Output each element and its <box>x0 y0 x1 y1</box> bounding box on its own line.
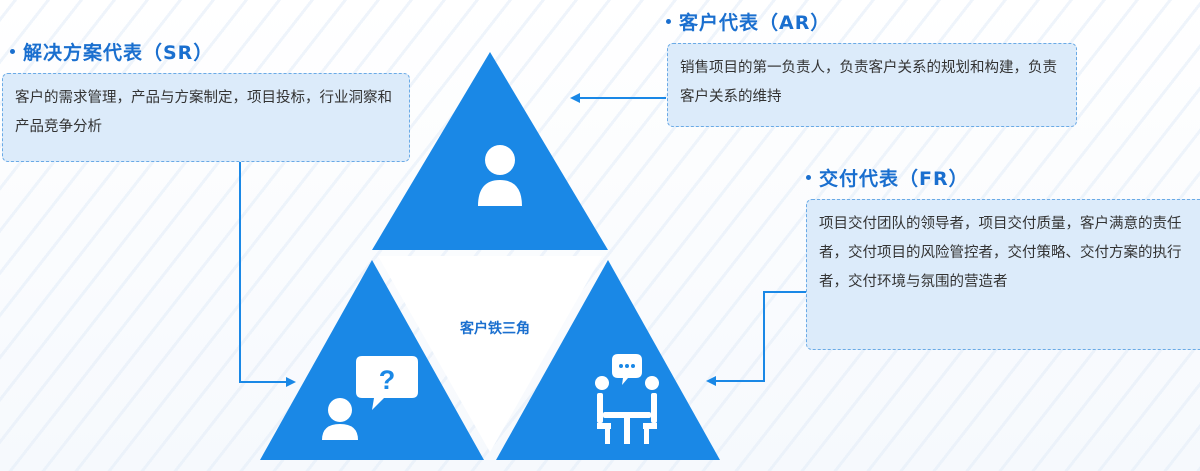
fr-title-text: 交付代表（FR） <box>819 168 969 190</box>
fr-title: 交付代表（FR） <box>806 164 969 191</box>
fr-description-box: 项目交付团队的领导者，项目交付质量，客户满意的责任者，交付项目的风险管控者，交付… <box>806 199 1200 350</box>
sr-description-box: 客户的需求管理，产品与方案制定，项目投标，行业洞察和产品竞争分析 <box>2 73 410 162</box>
bottom-right-triangle <box>496 260 720 460</box>
fr-connector-line <box>706 291 806 386</box>
bullet-dot-icon <box>806 175 811 180</box>
sr-title-text: 解决方案代表（SR） <box>23 42 214 64</box>
sr-connector-line <box>239 162 296 387</box>
ar-description-text: 销售项目的第一负责人，负责客户关系的规划和构建，负责客户关系的维持 <box>680 60 1057 105</box>
person-question-icon: ? <box>322 356 418 440</box>
sr-title: 解决方案代表（SR） <box>10 38 213 65</box>
center-triangle <box>378 256 602 452</box>
bullet-dot-icon <box>10 49 15 54</box>
person-icon <box>478 145 522 206</box>
ar-description-box: 销售项目的第一负责人，负责客户关系的规划和构建，负责客户关系的维持 <box>667 43 1077 127</box>
svg-text:?: ? <box>379 365 396 395</box>
bullet-dot-icon <box>666 19 671 24</box>
sr-description-text: 客户的需求管理，产品与方案制定，项目投标，行业洞察和产品竞争分析 <box>15 90 392 135</box>
center-label: 客户铁三角 <box>460 321 530 337</box>
ar-title-text: 客户代表（AR） <box>679 12 831 34</box>
meeting-chat-icon <box>595 354 659 444</box>
ar-title: 客户代表（AR） <box>666 8 830 35</box>
fr-description-text: 项目交付团队的领导者，项目交付质量，客户满意的责任者，交付项目的风险管控者，交付… <box>819 216 1182 290</box>
